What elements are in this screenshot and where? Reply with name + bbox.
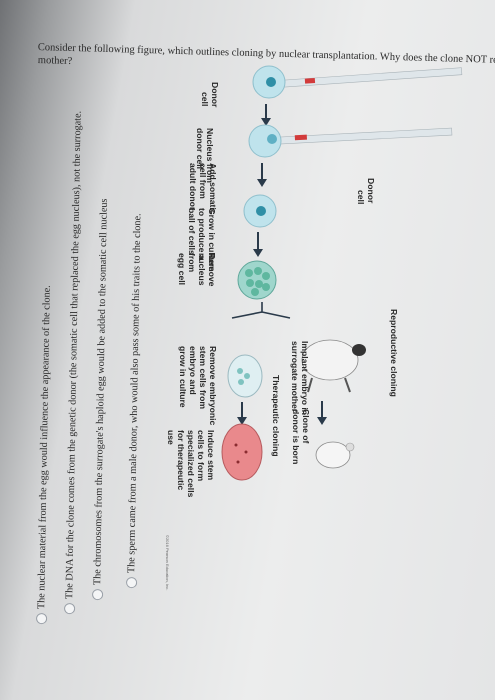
sheep-surrogate xyxy=(301,339,366,393)
arrow-right-sheep xyxy=(317,401,327,425)
label-clone-born: Clone of donor is born xyxy=(291,409,311,464)
arrow-down-1 xyxy=(261,104,271,126)
egg-cell-1 xyxy=(252,65,286,99)
label-remove-nucleus: Remove nucleus from egg cell xyxy=(177,253,217,289)
label-implant-embryo: Implant embryo in surrogate mother xyxy=(290,341,310,417)
radio-button[interactable] xyxy=(64,603,76,615)
pipette-bottom xyxy=(261,127,453,146)
sheep-clone xyxy=(315,441,355,469)
copyright-text: ©2016 Pearson Education, Inc. xyxy=(165,535,170,590)
label-induce-stem: Induce stem cells to form specialized ce… xyxy=(166,430,216,500)
arrow-down-3 xyxy=(253,232,263,257)
blastocyst xyxy=(237,260,277,300)
culture-dish xyxy=(227,354,263,398)
label-reproductive-cloning: Reproductive cloning xyxy=(389,309,399,397)
label-remove-stem-cells: Remove embryonic stem cells from embryo … xyxy=(178,346,218,428)
branch-arrows xyxy=(231,302,291,319)
radio-button[interactable] xyxy=(36,613,48,625)
label-nucleus-from-donor: Nucleus from donor cell xyxy=(195,128,215,185)
pipette-top xyxy=(276,67,463,88)
specialized-tissue-dish xyxy=(221,423,263,481)
radio-button[interactable] xyxy=(126,577,138,589)
label-add-somatic: Add somatic cell from adult donor xyxy=(188,163,218,217)
egg-cell-with-donor-nucleus xyxy=(243,194,277,228)
egg-cell-enucleated xyxy=(248,124,282,158)
label-donor-cell: Donor cell xyxy=(200,82,220,110)
label-donor-cell: Donor cell xyxy=(356,178,376,206)
arrow-down-therapeutic xyxy=(237,402,247,425)
radio-button[interactable] xyxy=(92,589,104,601)
label-grow-in-culture: Grow in culture to produce a ball of cel… xyxy=(187,208,217,273)
label-therapeutic-cloning: Therapeutic cloning xyxy=(271,375,281,457)
arrow-down-2 xyxy=(257,163,267,187)
